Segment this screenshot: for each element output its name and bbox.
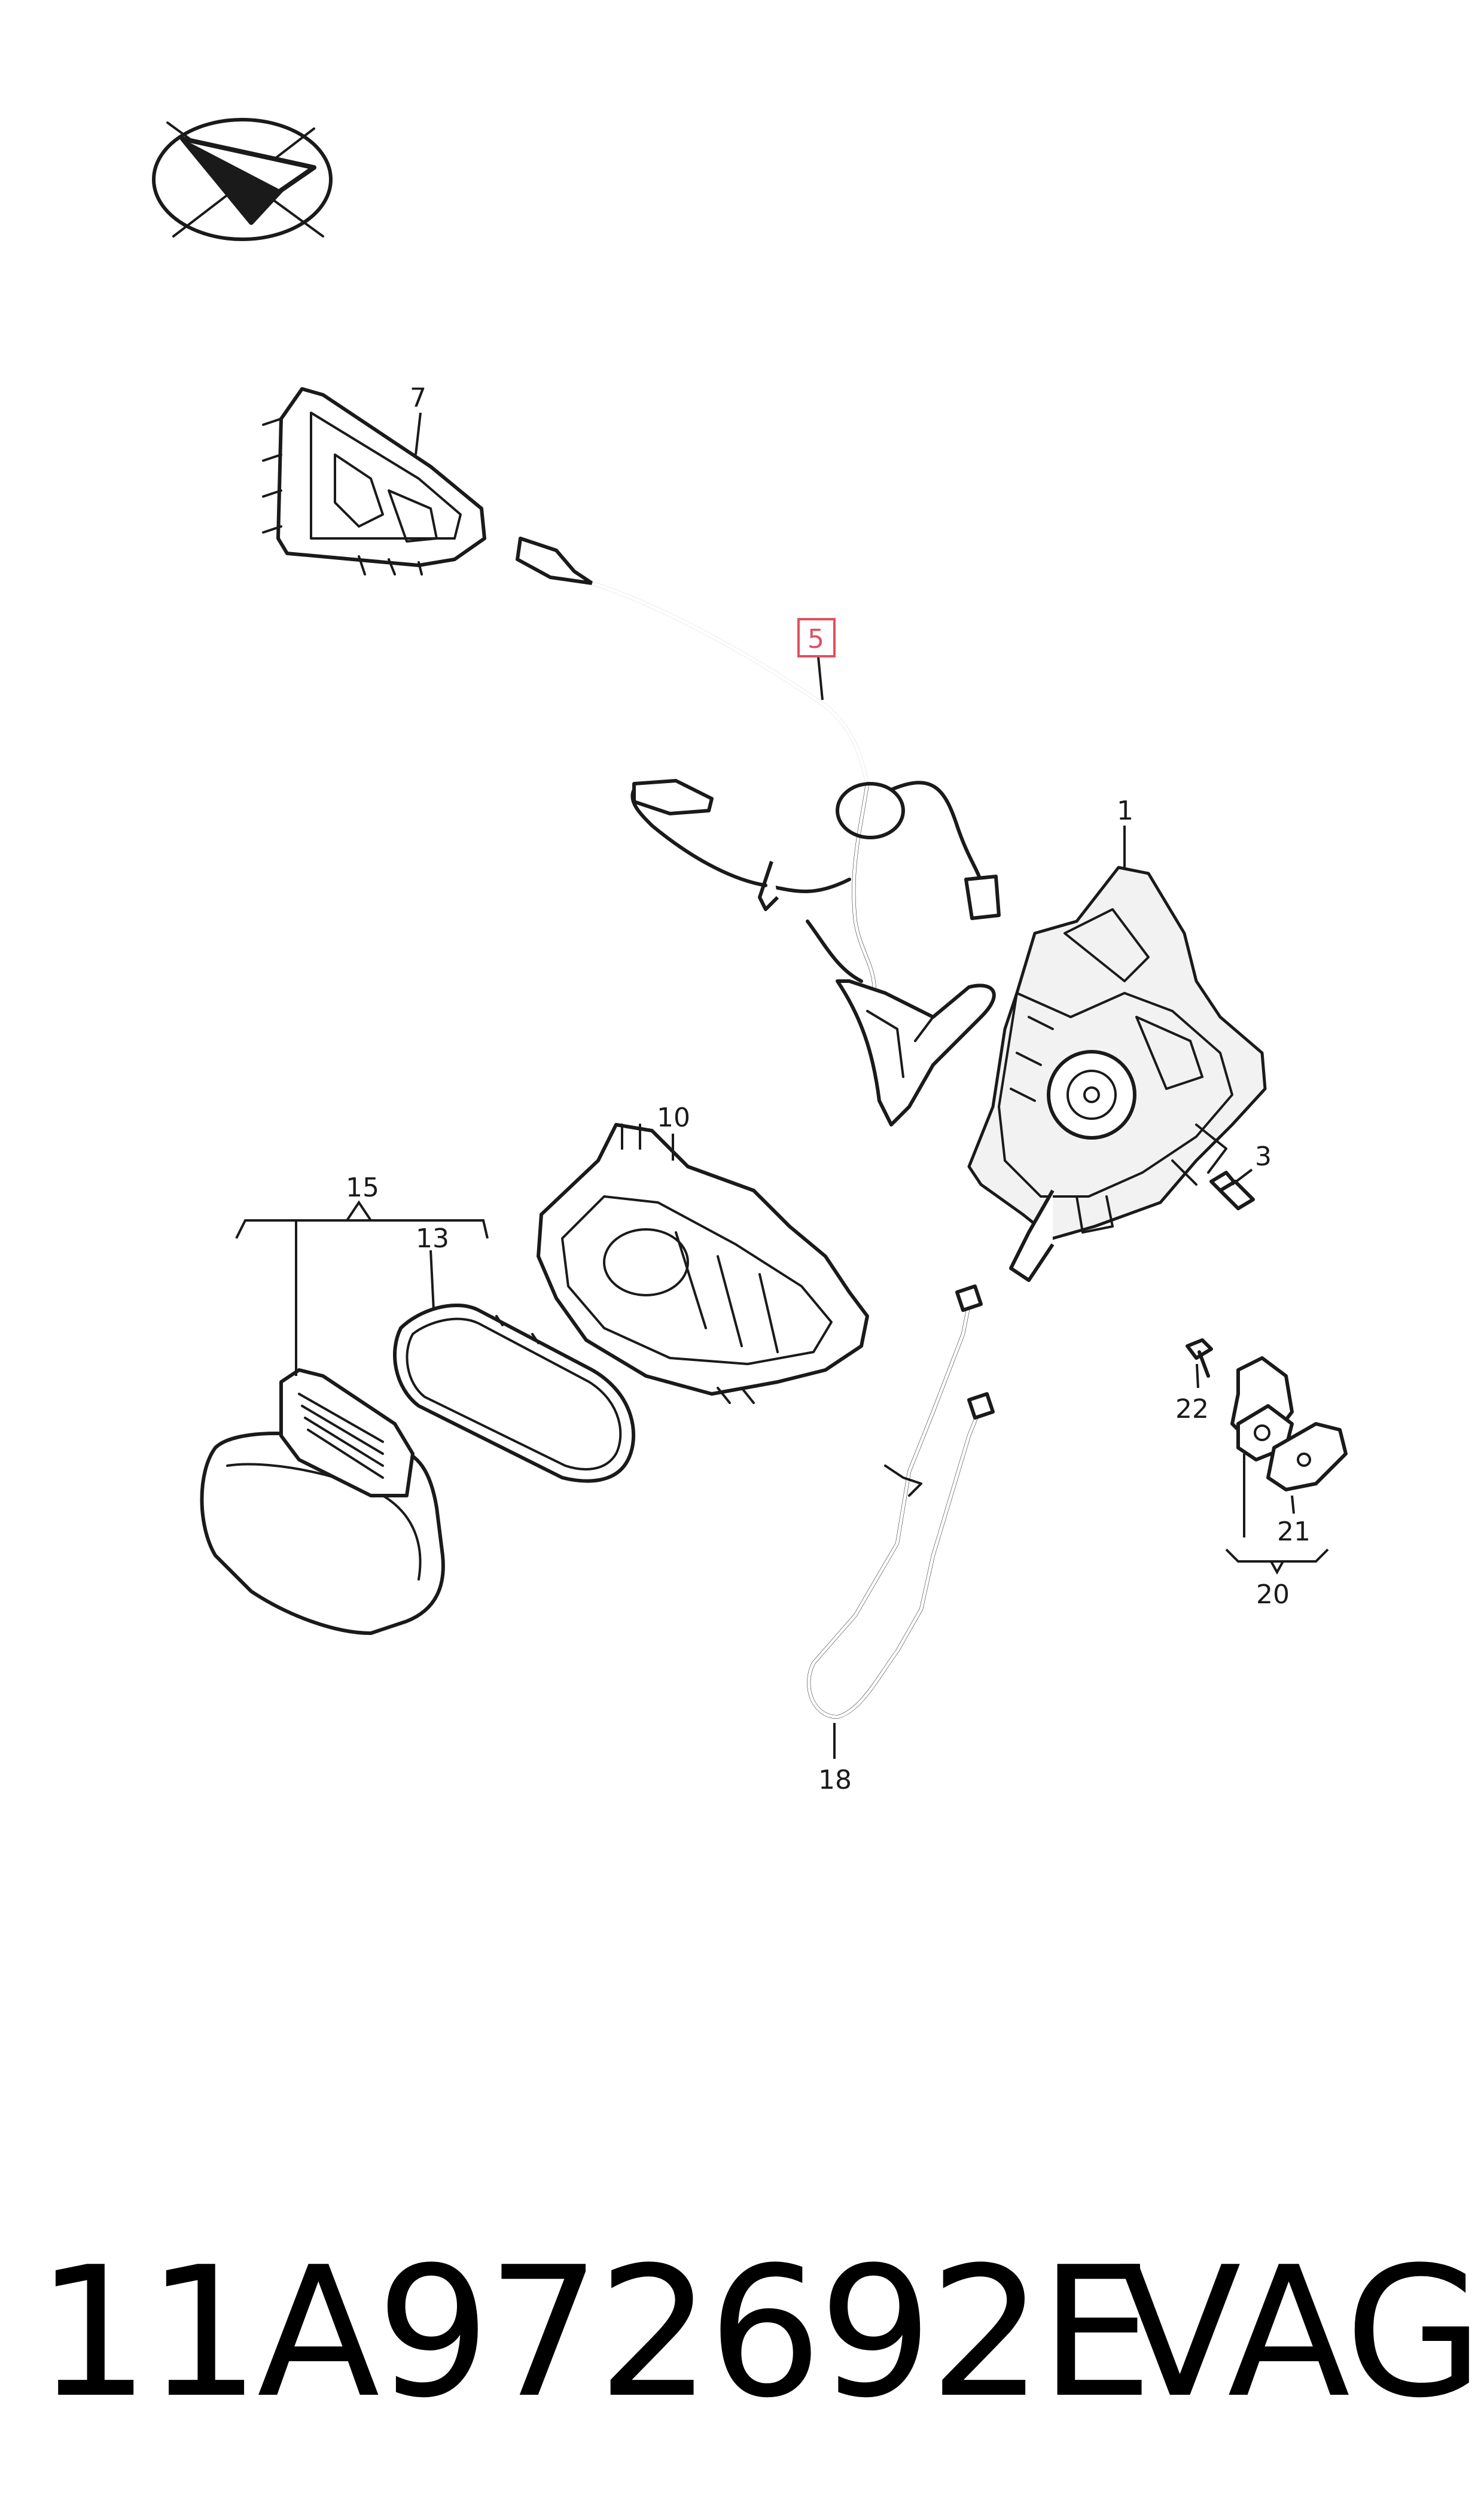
callout-22: 22 <box>1175 1394 1209 1424</box>
callout-15: 15 <box>346 1173 379 1203</box>
footer-caption: 11A972692E VAG <box>0 2219 1484 2447</box>
part-15-door-handle <box>200 1368 445 1635</box>
callout-7: 7 <box>410 383 426 413</box>
part-10-handle-housing <box>537 1123 869 1404</box>
callout-3: 3 <box>1255 1141 1272 1172</box>
callout-10: 10 <box>657 1103 690 1133</box>
compass-arrow-icon <box>152 118 333 241</box>
part-number: 11A972692E <box>36 2228 1153 2437</box>
part-21-pad <box>1266 1422 1348 1491</box>
callout-20: 20 <box>1256 1579 1290 1610</box>
callout-13: 13 <box>416 1223 449 1254</box>
callout-21: 21 <box>1277 1517 1311 1547</box>
part-13-gasket <box>393 1304 636 1483</box>
callout-1: 1 <box>1117 796 1133 826</box>
callout-labels: 7 5 1 3 10 15 13 22 21 20 18 <box>346 383 1311 1795</box>
part-5-wiring-harness <box>516 537 1001 1126</box>
callout-5: 5 <box>807 624 824 654</box>
part-3-screw <box>1209 1171 1255 1210</box>
leader-lines <box>235 412 1329 1759</box>
brand-name: VAG <box>1119 2228 1483 2437</box>
part-1-door-lock <box>967 866 1267 1282</box>
part-18-bowden-cable <box>807 1284 995 1719</box>
part-22-bolt <box>1186 1338 1213 1378</box>
callout-18: 18 <box>818 1765 852 1795</box>
part-7-trim-bracket <box>262 387 486 576</box>
callout-5-highlight <box>797 618 836 657</box>
